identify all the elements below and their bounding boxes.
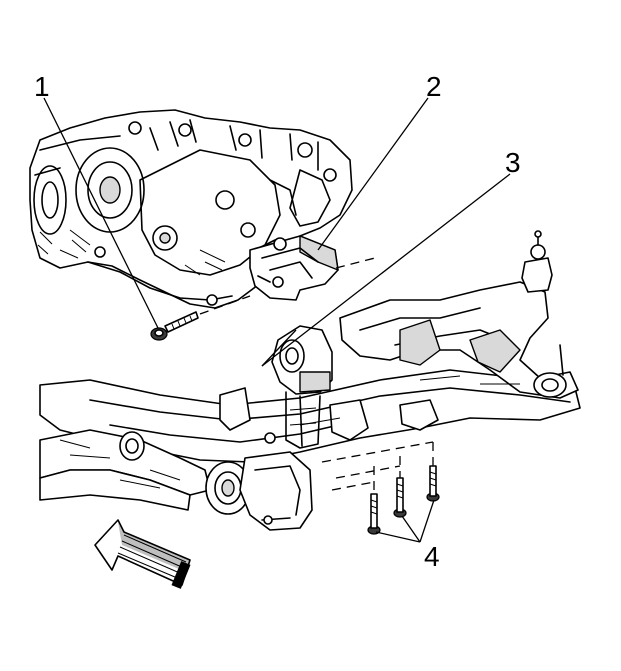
leader-4b bbox=[401, 515, 421, 543]
transaxle-mount-bolt bbox=[150, 295, 251, 341]
transmission-mount bbox=[264, 325, 333, 449]
front-direction-arrow-icon bbox=[94, 519, 191, 589]
callout-4: 4 bbox=[424, 541, 440, 572]
callout-3: 3 bbox=[505, 147, 521, 178]
leader-lines bbox=[43, 97, 511, 543]
callout-1: 1 bbox=[34, 71, 50, 102]
transmission-mount-bracket bbox=[249, 235, 376, 301]
cradle-mount-bolts bbox=[321, 441, 440, 535]
engine-cradle bbox=[39, 230, 581, 531]
leader-3b bbox=[261, 329, 297, 367]
bolt-b bbox=[393, 477, 407, 518]
leader-4c bbox=[419, 499, 435, 543]
bolt-a bbox=[367, 493, 381, 535]
leader-2 bbox=[317, 97, 429, 251]
leader-3 bbox=[261, 173, 511, 367]
leader-4a bbox=[375, 531, 421, 543]
leader-1 bbox=[43, 97, 159, 329]
bolt-c bbox=[426, 465, 440, 502]
callout-2: 2 bbox=[426, 71, 442, 102]
